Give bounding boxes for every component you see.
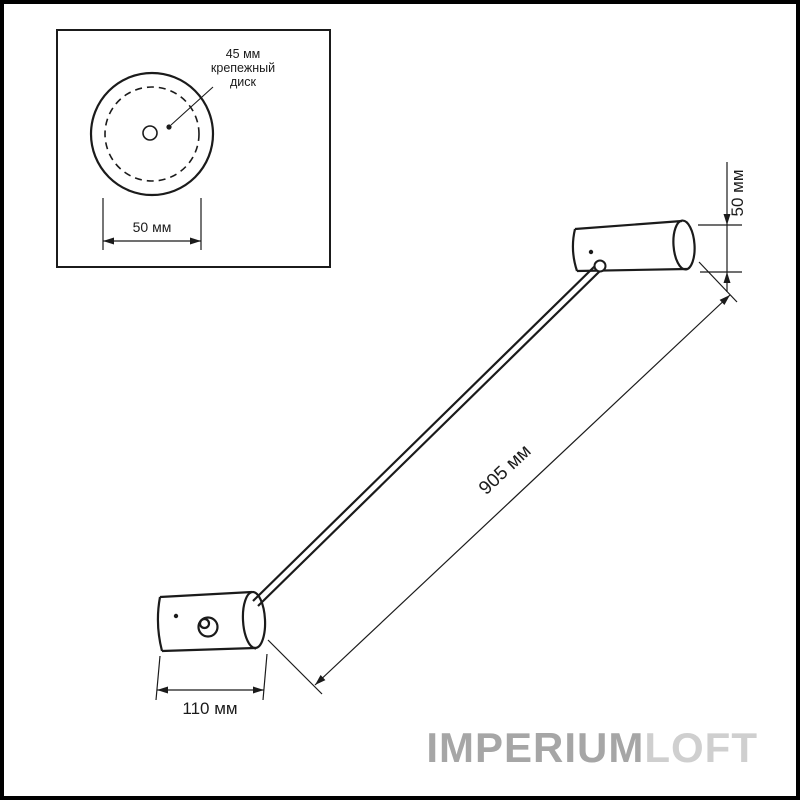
fixture-drawing (156, 219, 696, 653)
lower-mount-cylinder (156, 590, 267, 653)
bar-top-edge (252, 263, 598, 602)
detail-diameter-dimension: 50 мм (102, 198, 202, 250)
cylinder-bottom-edge (161, 646, 257, 653)
brand-logo-loft: LOFT (644, 724, 758, 771)
switch-knob-inner (198, 617, 211, 630)
dimension-line (314, 294, 731, 686)
mounting-disk-callout: 45 мм крепежный диск (211, 47, 275, 89)
callout-dot (166, 124, 172, 130)
detail-diameter-label: 50 мм (133, 219, 172, 235)
bar-pivot-joint (593, 259, 607, 273)
extension-line (262, 653, 268, 701)
callout-leader-line (170, 86, 214, 126)
arrowhead (719, 295, 730, 305)
arrowhead (157, 686, 168, 694)
screw-dot (588, 249, 594, 255)
mounting-disk-dashed-circle (104, 86, 200, 182)
light-bar (252, 263, 603, 607)
arrowhead (190, 237, 201, 245)
center-hole (142, 125, 158, 141)
brand-logo: IMPERIUMLOFT (426, 724, 758, 772)
arrowhead (253, 686, 264, 694)
callout-text-line1: 45 мм (226, 47, 261, 61)
cylinder-top-edge (574, 219, 683, 231)
detail-view (56, 29, 331, 268)
arrowhead (723, 272, 731, 283)
cylinder-end-face (241, 590, 267, 650)
cylinder-bottom-edge (576, 267, 688, 273)
cylinder-left-cap (571, 228, 579, 272)
arrowhead (723, 214, 731, 225)
mount-length-dimension: 110 мм (155, 653, 268, 718)
screw-dot (173, 613, 179, 619)
callout-text-line3: диск (230, 75, 257, 89)
bar-length-dimension: 905 мм (267, 261, 738, 695)
bar-bottom-edge (257, 268, 603, 607)
arrowhead (103, 237, 114, 245)
detail-view-box (56, 29, 331, 268)
mount-height-label: 50 мм (728, 169, 747, 216)
cylinder-left-cap (156, 596, 164, 652)
switch-knob-outer (197, 616, 219, 638)
bar-length-label: 905 мм (475, 441, 535, 500)
mount-height-dimension: 50 мм (698, 162, 747, 292)
brand-logo-imperium: IMPERIUM (426, 724, 645, 771)
extension-line (698, 261, 738, 303)
upper-mount-cylinder (571, 219, 696, 273)
callout-text-line2: крепежный (211, 61, 275, 75)
arrowhead (315, 675, 326, 685)
extension-line (155, 655, 161, 701)
cylinder-end-face (672, 219, 696, 271)
mount-length-label: 110 мм (182, 699, 237, 718)
cylinder-top-edge (159, 590, 253, 599)
base-outline-circle (89, 71, 215, 197)
extension-line (267, 639, 323, 695)
